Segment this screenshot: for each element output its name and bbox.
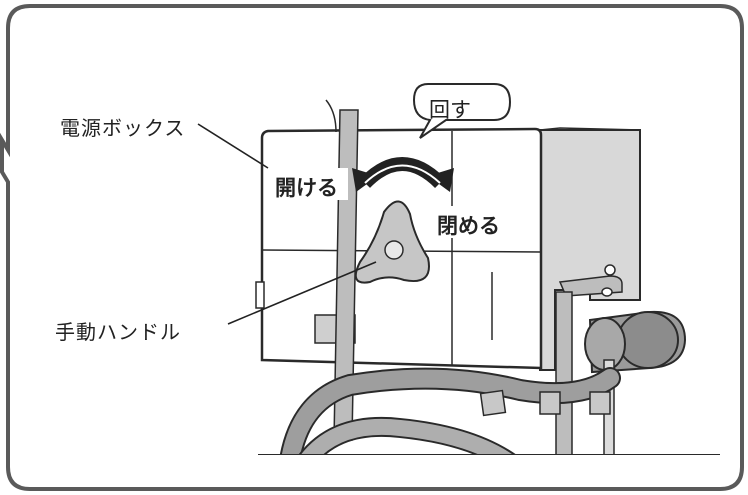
leader-power-box bbox=[197, 123, 269, 169]
speech-bubble bbox=[412, 83, 512, 139]
leader-manual-handle bbox=[227, 261, 377, 325]
label-power-box: 電源ボックス bbox=[60, 116, 186, 140]
label-rotate: 回す bbox=[429, 98, 471, 122]
label-open: 開ける bbox=[275, 176, 338, 200]
label-manual-handle: 手動ハンドル bbox=[55, 320, 181, 344]
label-close: 閉める bbox=[437, 214, 500, 238]
